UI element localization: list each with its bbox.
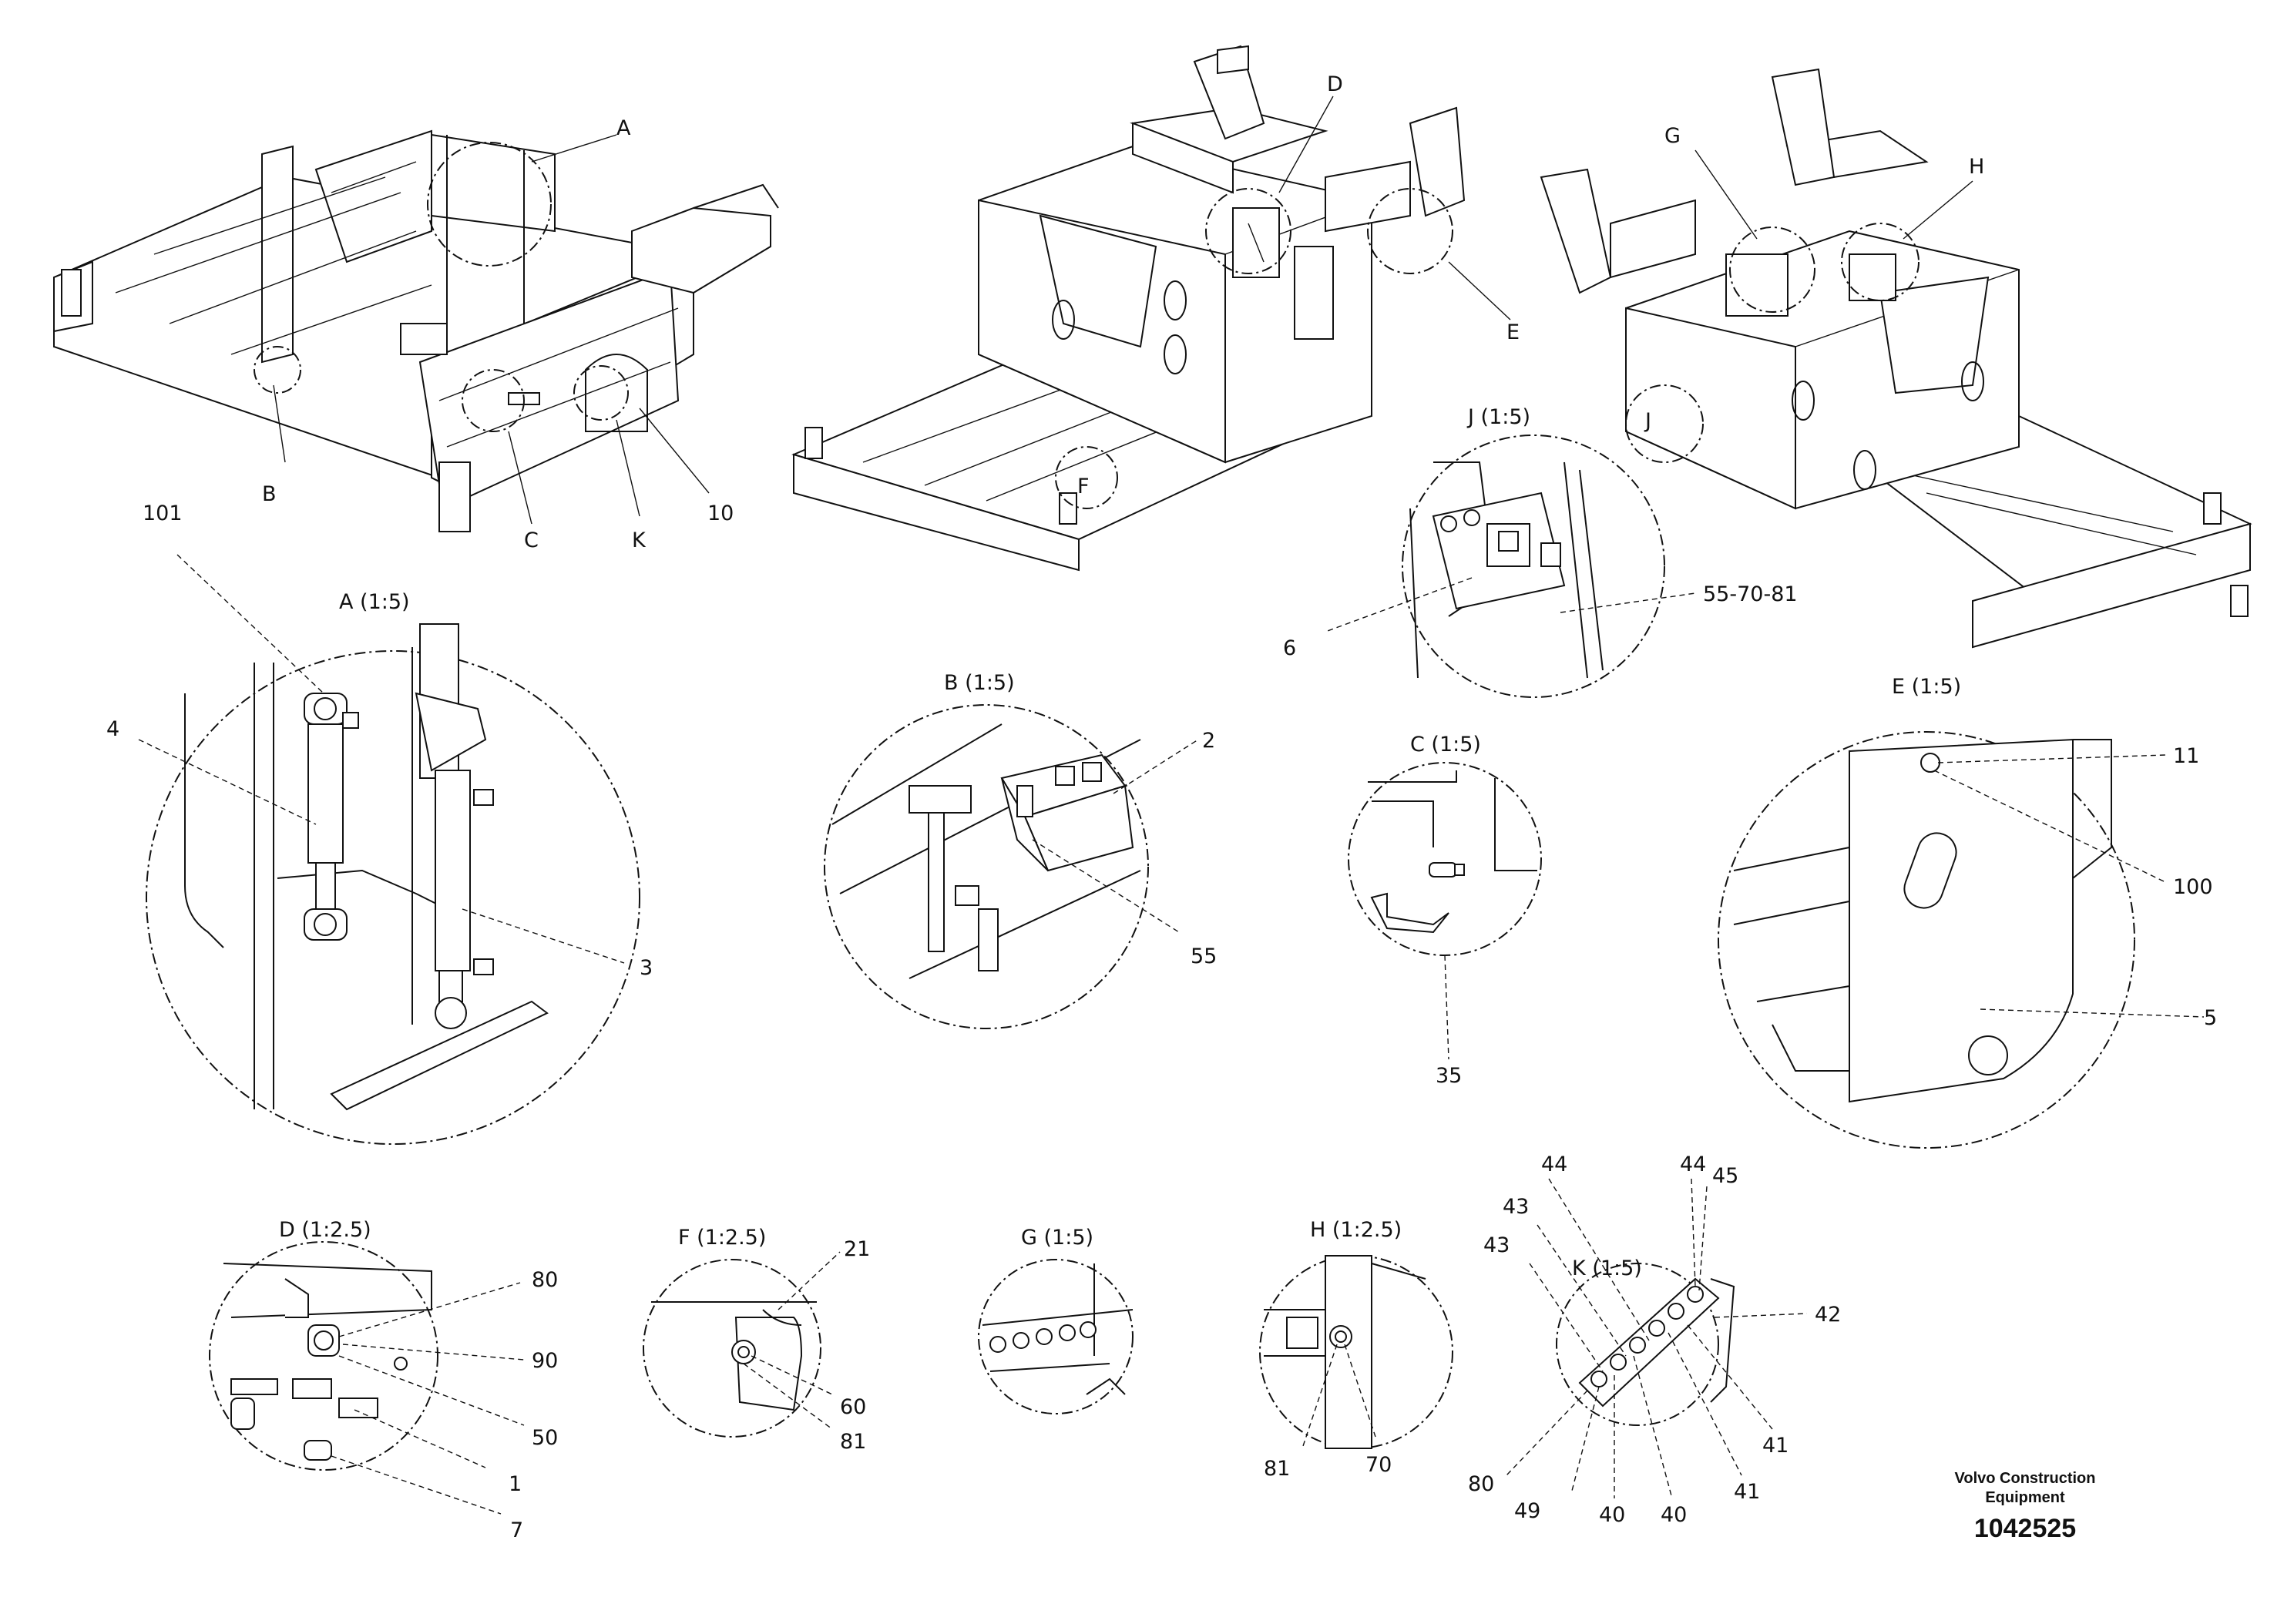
detail-f-title: F (1:2.5): [678, 1226, 766, 1250]
detail-e-callout-5: 5: [2204, 1006, 2217, 1030]
detail-b: B (1:5) 2 55: [824, 671, 1217, 1029]
company-name-line1: Volvo Construction: [1955, 1470, 2096, 1487]
detail-k-callout-43b: 43: [1503, 1195, 1529, 1219]
detail-c-title: C (1:5): [1410, 733, 1481, 757]
detail-h-title: H (1:2.5): [1310, 1218, 1402, 1242]
detail-k-callout-80: 80: [1468, 1472, 1494, 1496]
detail-k-title: K (1:5): [1572, 1257, 1642, 1280]
detail-marker-g: [1729, 226, 1815, 313]
detail-f: F (1:2.5) 21 60 81: [643, 1226, 870, 1454]
detail-marker-b: [254, 346, 301, 394]
company-name-line2: Equipment: [1985, 1489, 2065, 1506]
callout-g: G: [1664, 124, 1681, 148]
detail-b-callout-2: 2: [1202, 729, 1215, 753]
detail-k-callout-45: 45: [1712, 1164, 1738, 1188]
callout-j: J: [1644, 409, 1651, 433]
detail-j: J (1:5) 6 55-70-81: [1283, 405, 1798, 698]
detail-d-title: D (1:2.5): [279, 1218, 371, 1242]
detail-marker-d: [1205, 188, 1291, 274]
detail-k-callout-43a: 43: [1483, 1233, 1510, 1257]
callout-f: F: [1077, 475, 1090, 498]
detail-marker-f: [1055, 446, 1118, 509]
detail-h-callout-70: 70: [1365, 1453, 1392, 1477]
drawing-number: 1042525: [1974, 1514, 2076, 1543]
overview-frame-left: A B C K 10: [53, 116, 779, 552]
detail-g: G (1:5): [978, 1226, 1134, 1414]
detail-e-callout-100: 100: [2173, 875, 2213, 899]
callout-b: B: [262, 482, 277, 506]
detail-b-title: B (1:5): [944, 671, 1015, 695]
detail-a-callout-3: 3: [640, 956, 653, 980]
detail-f-callout-60: 60: [840, 1395, 866, 1419]
detail-f-callout-21: 21: [844, 1237, 870, 1261]
detail-e-callout-11: 11: [2173, 744, 2199, 768]
detail-marker-k: [573, 365, 629, 421]
callout-e: E: [1506, 320, 1520, 344]
callout-a: A: [616, 116, 631, 140]
detail-k-callout-44b: 44: [1680, 1153, 1706, 1176]
detail-h: H (1:2.5) 81 70: [1259, 1218, 1453, 1481]
overview-frame-right: G H J: [1540, 68, 2252, 649]
detail-k-callout-40b: 40: [1599, 1503, 1625, 1527]
detail-a-callout-101: 101: [143, 502, 183, 525]
detail-marker-c: [462, 369, 525, 432]
detail-d-callout-80: 80: [532, 1268, 558, 1292]
detail-a-title: A (1:5): [339, 590, 410, 614]
detail-j-callout-6: 6: [1283, 636, 1296, 660]
manufacturer-block: Volvo Construction Equipment 1042525: [1955, 1470, 2096, 1543]
callout-10: 10: [707, 502, 734, 525]
callout-c: C: [524, 528, 539, 552]
detail-marker-j: [1625, 384, 1704, 463]
detail-d-callout-90: 90: [532, 1349, 558, 1373]
detail-d-callout-1: 1: [509, 1472, 522, 1496]
detail-e-title: E (1:5): [1892, 675, 1961, 699]
detail-h-callout-81: 81: [1264, 1457, 1290, 1481]
callout-h: H: [1969, 155, 1984, 179]
detail-j-callout-55-70-81: 55-70-81: [1703, 582, 1798, 606]
detail-b-callout-55: 55: [1191, 945, 1217, 968]
detail-f-callout-81: 81: [840, 1430, 866, 1454]
detail-k-callout-42: 42: [1815, 1303, 1841, 1327]
detail-k-callout-40a: 40: [1661, 1503, 1687, 1527]
callout-d: D: [1327, 72, 1343, 96]
detail-g-title: G (1:5): [1021, 1226, 1093, 1250]
callout-k: K: [632, 528, 647, 552]
detail-k-callout-41a: 41: [1762, 1434, 1789, 1458]
detail-c-callout-35: 35: [1436, 1064, 1462, 1088]
detail-marker-a: [427, 142, 552, 267]
detail-j-title: J (1:5): [1466, 405, 1530, 429]
detail-d-callout-50: 50: [532, 1426, 558, 1450]
detail-a: A (1:5) 101 4 3: [106, 502, 653, 1145]
detail-e: E (1:5) 11 100 5: [1718, 675, 2217, 1149]
detail-a-callout-4: 4: [106, 717, 119, 741]
detail-d: D (1:2.5) 80 90 50 1 7: [209, 1218, 558, 1542]
detail-k: K (1:5) 43 44 43 44 45 42 41 41 40 40 49…: [1468, 1153, 1841, 1527]
detail-k-callout-49: 49: [1514, 1499, 1540, 1523]
detail-d-callout-7: 7: [510, 1518, 523, 1542]
overview-frame-center: D E F: [791, 45, 1520, 572]
detail-marker-e: [1367, 188, 1453, 274]
detail-c: C (1:5) 35: [1348, 733, 1542, 1088]
detail-k-callout-41b: 41: [1734, 1480, 1760, 1504]
detail-marker-h: [1841, 223, 1920, 301]
detail-k-callout-44a: 44: [1541, 1153, 1567, 1176]
